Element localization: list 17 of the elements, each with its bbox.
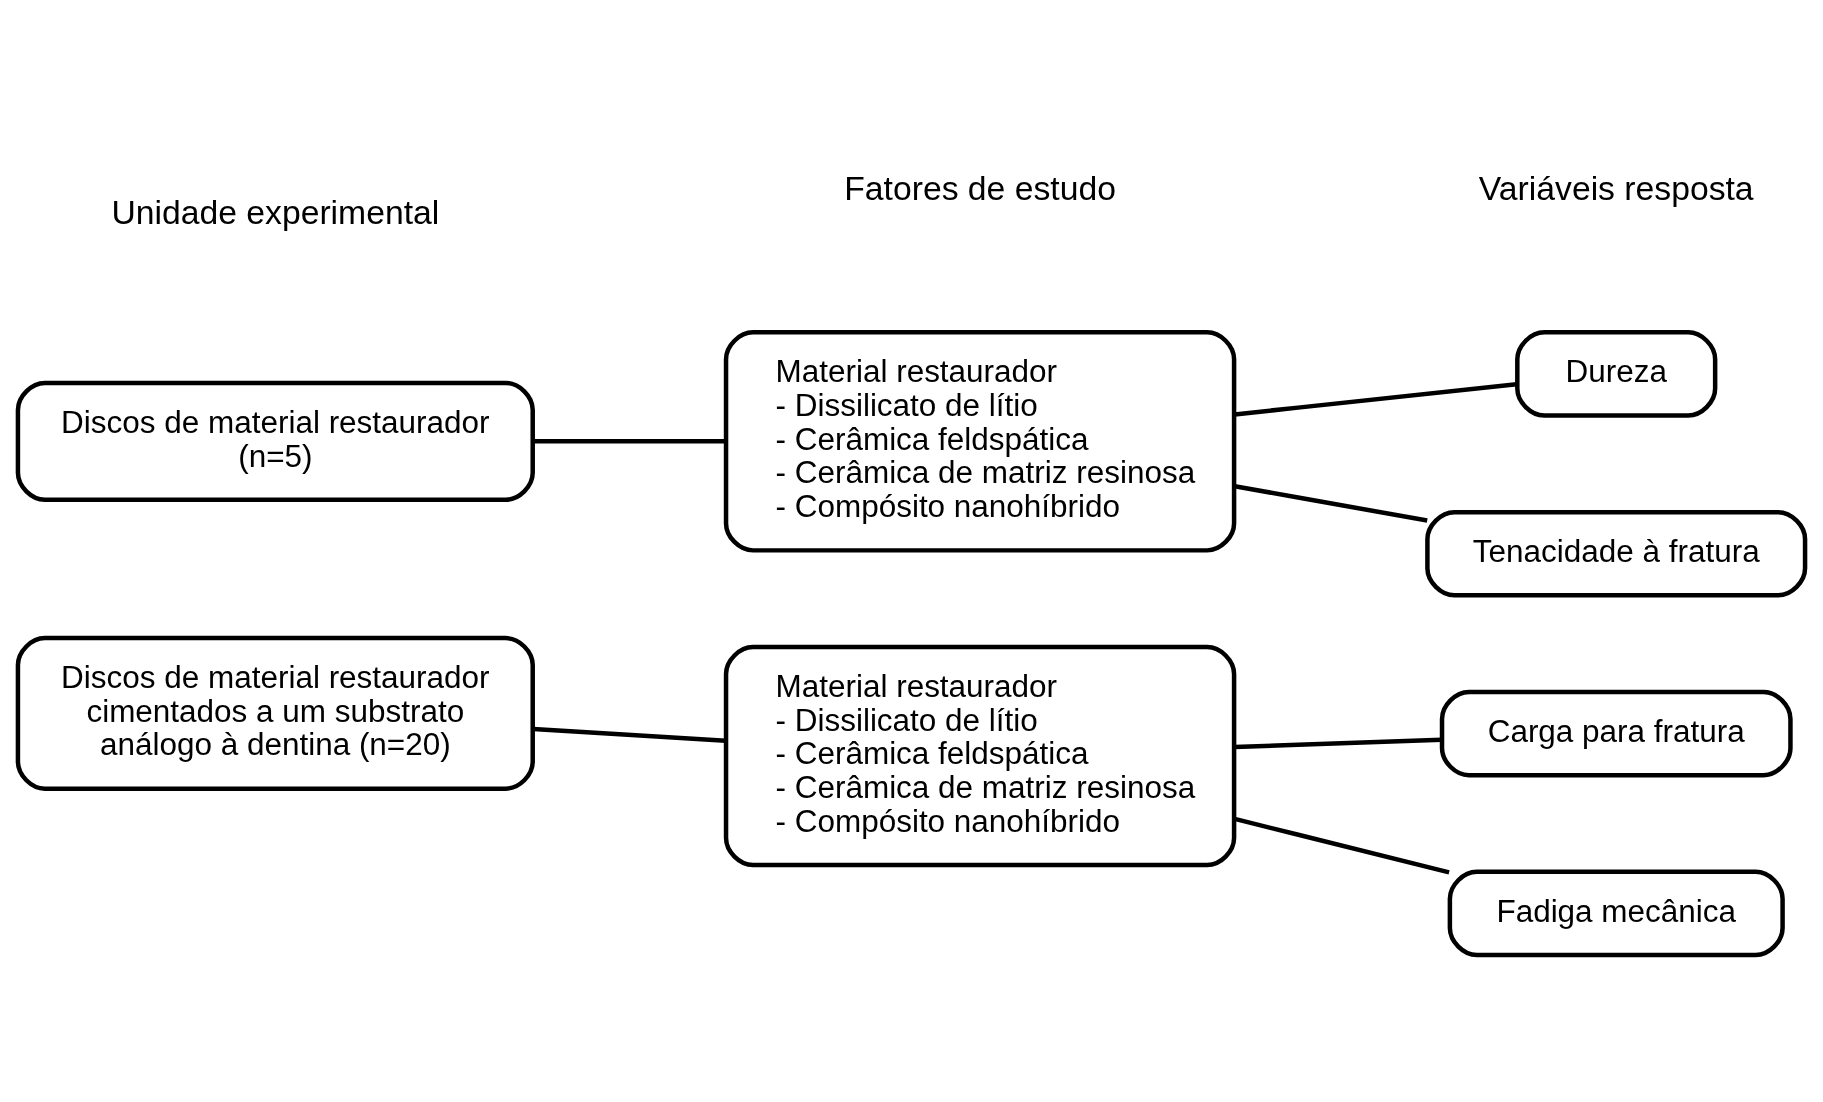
node-box: Dureza: [1515, 329, 1718, 418]
label: Unidade experimental: [111, 192, 440, 231]
node-box: Carga para fratura: [1439, 689, 1793, 777]
node-box: Material restaurador - Dissilicato de lítio - Cerâmica feldspática - Cerâmica de matriz resinosa - Compósito nanohíbrido: [723, 329, 1237, 553]
node-box: Discos de material restaurador (n=5): [15, 380, 535, 502]
connector: [533, 438, 726, 444]
connector: [1234, 816, 1450, 875]
connector: [1234, 381, 1517, 417]
connector: [1234, 736, 1442, 749]
node-box: Fadiga mecânica: [1447, 869, 1785, 957]
node-box: Tenacidade à fratura: [1425, 509, 1808, 598]
label: Variáveis resposta: [1478, 168, 1754, 207]
connector: [1234, 483, 1428, 523]
node-box: Material restaurador - Dissilicato de lítio - Cerâmica feldspática - Cerâmica de matriz resinosa - Compósito nanohíbrido: [723, 644, 1237, 867]
node-box: Discos de material restaurador cimentados a um substrato análogo à dentina (n=20): [15, 635, 535, 791]
label: Fatores de estudo: [844, 168, 1116, 207]
connector: [533, 726, 726, 743]
